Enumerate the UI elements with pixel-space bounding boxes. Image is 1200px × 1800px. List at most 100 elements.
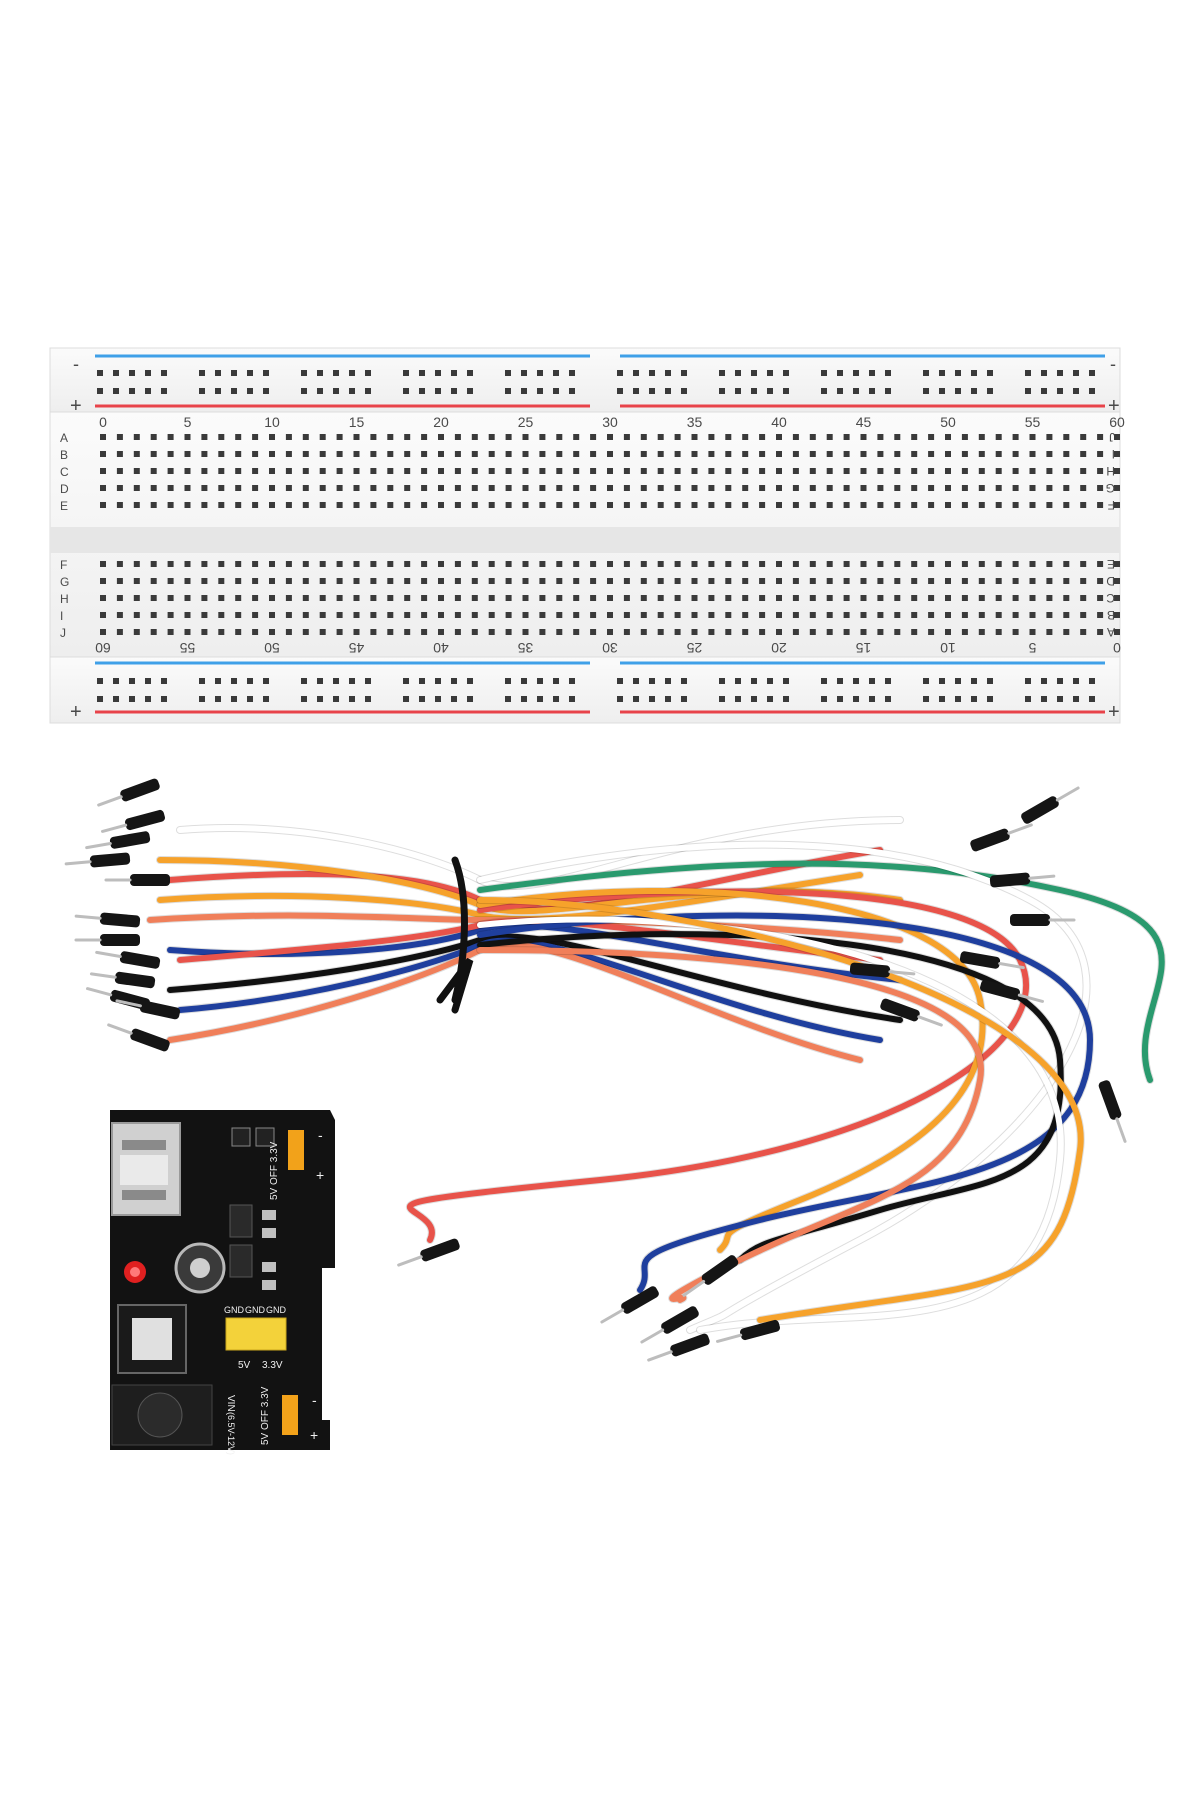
breadboard-hole[interactable] bbox=[438, 434, 444, 440]
breadboard-hole[interactable] bbox=[336, 578, 343, 584]
rail-hole[interactable] bbox=[349, 696, 355, 702]
breadboard-hole[interactable] bbox=[336, 468, 343, 474]
breadboard-hole[interactable] bbox=[708, 561, 715, 567]
breadboard-hole[interactable] bbox=[877, 629, 884, 635]
breadboard-hole[interactable] bbox=[100, 468, 106, 474]
breadboard-hole[interactable] bbox=[759, 434, 766, 440]
rail-hole[interactable] bbox=[537, 678, 543, 684]
jumper-wire[interactable] bbox=[477, 860, 1165, 1083]
breadboard-hole[interactable] bbox=[894, 468, 901, 474]
breadboard-hole[interactable] bbox=[657, 485, 664, 491]
breadboard-hole[interactable] bbox=[218, 468, 225, 474]
breadboard-hole[interactable] bbox=[488, 612, 495, 618]
rail-hole[interactable] bbox=[617, 678, 623, 684]
breadboard-hole[interactable] bbox=[776, 578, 782, 584]
breadboard-hole[interactable] bbox=[471, 451, 478, 457]
breadboard-hole[interactable] bbox=[978, 468, 985, 474]
breadboard-hole[interactable] bbox=[1114, 468, 1120, 474]
breadboard-hole[interactable] bbox=[1029, 502, 1036, 508]
breadboard-hole[interactable] bbox=[438, 595, 444, 601]
rail-hole[interactable] bbox=[1057, 388, 1063, 394]
breadboard-hole[interactable] bbox=[1029, 468, 1036, 474]
breadboard-hole[interactable] bbox=[285, 629, 292, 635]
breadboard-hole[interactable] bbox=[1114, 502, 1120, 508]
breadboard-hole[interactable] bbox=[235, 468, 242, 474]
breadboard-hole[interactable] bbox=[184, 451, 191, 457]
breadboard-hole[interactable] bbox=[488, 629, 495, 635]
wire-connector[interactable] bbox=[639, 1305, 700, 1347]
breadboard-hole[interactable] bbox=[116, 578, 123, 584]
breadboard-hole[interactable] bbox=[590, 612, 597, 618]
rail-hole[interactable] bbox=[199, 696, 205, 702]
rail-hole[interactable] bbox=[569, 370, 575, 376]
breadboard-hole[interactable] bbox=[488, 468, 495, 474]
breadboard-hole[interactable] bbox=[1029, 578, 1036, 584]
breadboard-hole[interactable] bbox=[269, 502, 275, 508]
rail-hole[interactable] bbox=[853, 388, 859, 394]
rail-hole[interactable] bbox=[767, 696, 773, 702]
breadboard-hole[interactable] bbox=[725, 502, 732, 508]
breadboard-hole[interactable] bbox=[894, 612, 901, 618]
breadboard-hole[interactable] bbox=[1080, 485, 1087, 491]
breadboard-hole[interactable] bbox=[404, 595, 411, 601]
rail-hole[interactable] bbox=[939, 370, 945, 376]
rail-hole[interactable] bbox=[301, 678, 307, 684]
breadboard-hole[interactable] bbox=[556, 485, 563, 491]
breadboard-hole[interactable] bbox=[353, 612, 360, 618]
rail-hole[interactable] bbox=[719, 370, 725, 376]
breadboard-hole[interactable] bbox=[471, 578, 478, 584]
wire-connector[interactable] bbox=[104, 874, 170, 886]
rail-hole[interactable] bbox=[467, 678, 473, 684]
breadboard-hole[interactable] bbox=[319, 502, 326, 508]
rail-hole[interactable] bbox=[537, 696, 543, 702]
breadboard-hole[interactable] bbox=[1046, 434, 1053, 440]
breadboard-hole[interactable] bbox=[387, 578, 394, 584]
rail-hole[interactable] bbox=[333, 696, 339, 702]
breadboard-hole[interactable] bbox=[843, 561, 850, 567]
breadboard-hole[interactable] bbox=[623, 485, 630, 491]
rail-hole[interactable] bbox=[451, 678, 457, 684]
wire-connector[interactable] bbox=[1098, 1079, 1131, 1143]
breadboard-hole[interactable] bbox=[1114, 612, 1120, 618]
breadboard-hole[interactable] bbox=[438, 451, 444, 457]
breadboard-hole[interactable] bbox=[877, 451, 884, 457]
rail-hole[interactable] bbox=[633, 696, 639, 702]
breadboard-hole[interactable] bbox=[674, 561, 681, 567]
breadboard-hole[interactable] bbox=[759, 502, 766, 508]
breadboard-hole[interactable] bbox=[167, 578, 174, 584]
breadboard-hole[interactable] bbox=[674, 468, 681, 474]
breadboard-hole[interactable] bbox=[370, 612, 377, 618]
breadboard-hole[interactable] bbox=[826, 612, 833, 618]
breadboard-hole[interactable] bbox=[336, 502, 343, 508]
breadboard-hole[interactable] bbox=[438, 578, 444, 584]
rail-hole[interactable] bbox=[97, 678, 103, 684]
breadboard-hole[interactable] bbox=[894, 578, 901, 584]
rail-hole[interactable] bbox=[521, 678, 527, 684]
breadboard-hole[interactable] bbox=[539, 451, 546, 457]
breadboard-hole[interactable] bbox=[438, 612, 444, 618]
breadboard-hole[interactable] bbox=[471, 561, 478, 567]
rail-hole[interactable] bbox=[403, 696, 409, 702]
breadboard-hole[interactable] bbox=[623, 434, 630, 440]
breadboard-hole[interactable] bbox=[150, 502, 157, 508]
breadboard-hole[interactable] bbox=[539, 485, 546, 491]
breadboard-hole[interactable] bbox=[488, 595, 495, 601]
rail-hole[interactable] bbox=[403, 388, 409, 394]
breadboard-hole[interactable] bbox=[945, 468, 951, 474]
breadboard-hole[interactable] bbox=[269, 578, 275, 584]
breadboard-hole[interactable] bbox=[776, 434, 782, 440]
breadboard-hole[interactable] bbox=[421, 434, 428, 440]
breadboard-hole[interactable] bbox=[1063, 629, 1070, 635]
breadboard-hole[interactable] bbox=[454, 578, 461, 584]
breadboard-hole[interactable] bbox=[1114, 595, 1120, 601]
rail-hole[interactable] bbox=[783, 696, 789, 702]
breadboard-hole[interactable] bbox=[623, 629, 630, 635]
breadboard-hole[interactable] bbox=[877, 434, 884, 440]
breadboard-hole[interactable] bbox=[978, 434, 985, 440]
rail-hole[interactable] bbox=[215, 696, 221, 702]
breadboard-hole[interactable] bbox=[235, 629, 242, 635]
breadboard-hole[interactable] bbox=[1114, 629, 1120, 635]
breadboard-hole[interactable] bbox=[961, 578, 968, 584]
breadboard-hole[interactable] bbox=[387, 612, 394, 618]
rail-hole[interactable] bbox=[955, 678, 961, 684]
